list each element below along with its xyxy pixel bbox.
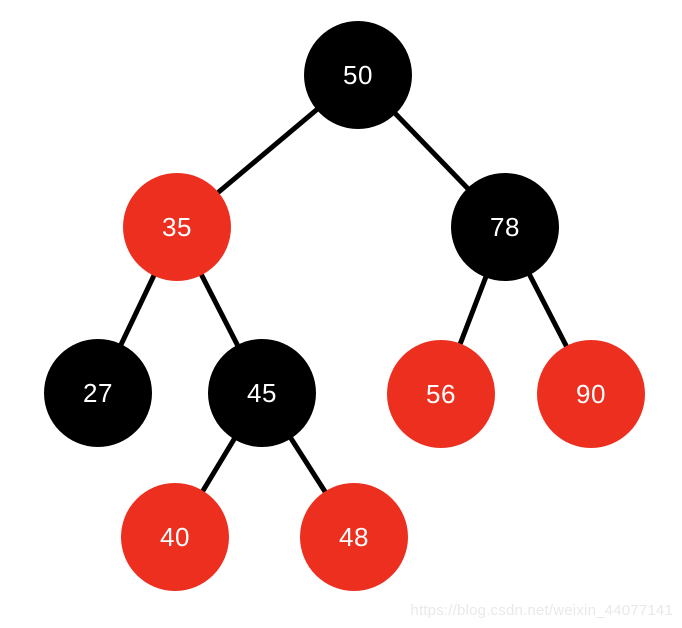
node-value: 50	[343, 59, 373, 90]
tree-node-45: 45	[208, 339, 316, 447]
node-value: 78	[490, 211, 520, 242]
tree-node-56: 56	[387, 340, 495, 448]
tree-node-27: 27	[44, 339, 152, 447]
node-value: 40	[160, 521, 190, 552]
node-value: 56	[426, 378, 456, 409]
node-value: 35	[162, 211, 192, 242]
tree-node-48: 48	[300, 483, 408, 591]
node-value: 45	[247, 377, 277, 408]
tree-node-40: 40	[121, 483, 229, 591]
watermark-url: https://blog.csdn.net/weixin_44077141	[410, 602, 673, 619]
tree-node-90: 90	[537, 340, 645, 448]
tree-node-50: 50	[304, 21, 412, 129]
node-value: 48	[339, 521, 369, 552]
node-value: 27	[83, 377, 113, 408]
tree-node-35: 35	[123, 173, 231, 281]
node-value: 90	[576, 378, 606, 409]
tree-node-78: 78	[451, 173, 559, 281]
